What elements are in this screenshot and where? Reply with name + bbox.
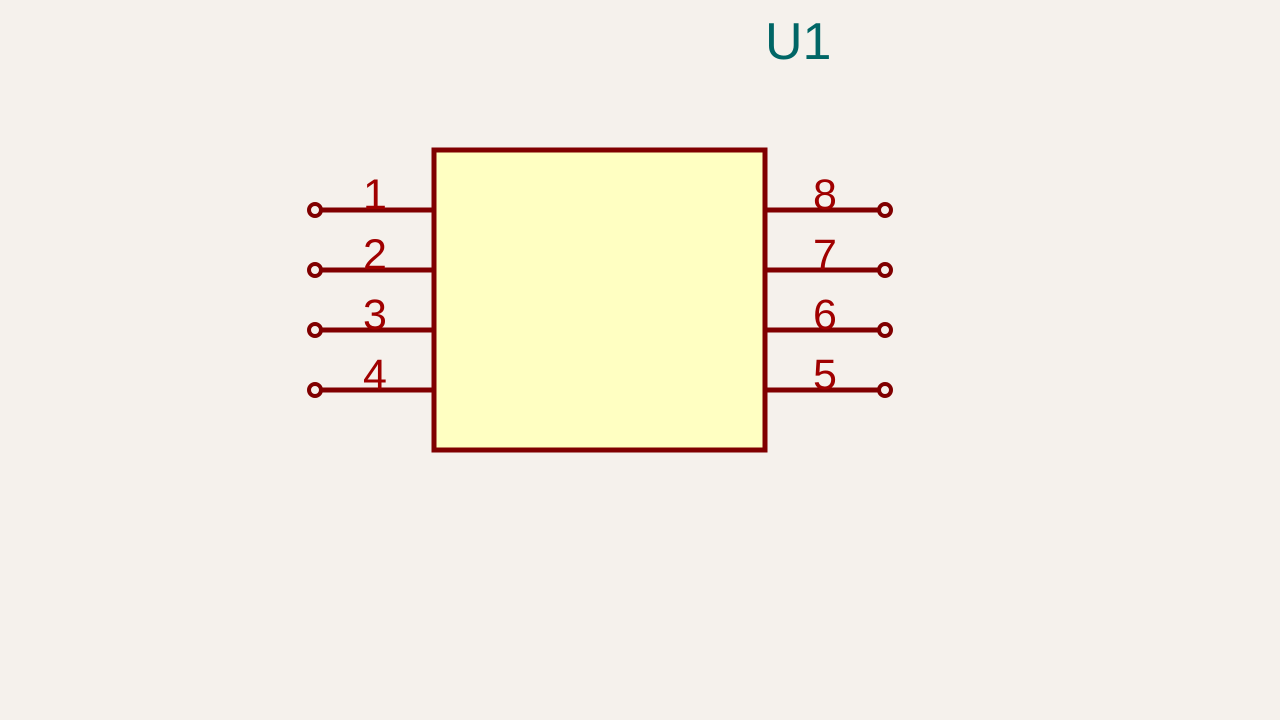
pin-terminal[interactable]	[307, 322, 323, 338]
component-body[interactable]	[431, 147, 768, 453]
pin-terminal[interactable]	[307, 262, 323, 278]
pin-number: 4	[363, 351, 387, 399]
pin-5[interactable]: 5	[765, 351, 893, 399]
pin-4[interactable]: 4	[307, 351, 434, 399]
pin-terminal[interactable]	[877, 202, 893, 218]
pin-6[interactable]: 6	[765, 291, 893, 339]
pin-7[interactable]: 7	[765, 231, 893, 279]
pin-number: 8	[813, 171, 837, 219]
pin-number: 1	[363, 171, 387, 219]
pin-3[interactable]: 3	[307, 291, 434, 339]
pin-terminal[interactable]	[877, 322, 893, 338]
pin-number: 3	[363, 291, 387, 339]
pin-1[interactable]: 1	[307, 171, 434, 219]
pin-terminal[interactable]	[877, 382, 893, 398]
pin-number: 6	[813, 291, 837, 339]
pin-2[interactable]: 2	[307, 231, 434, 279]
pin-number: 5	[813, 351, 837, 399]
pin-number: 2	[363, 231, 387, 279]
pin-terminal[interactable]	[307, 382, 323, 398]
pin-terminal[interactable]	[307, 202, 323, 218]
pin-8[interactable]: 8	[765, 171, 893, 219]
pin-number: 7	[813, 231, 837, 279]
reference-designator: U1	[765, 13, 832, 71]
pin-terminal[interactable]	[877, 262, 893, 278]
